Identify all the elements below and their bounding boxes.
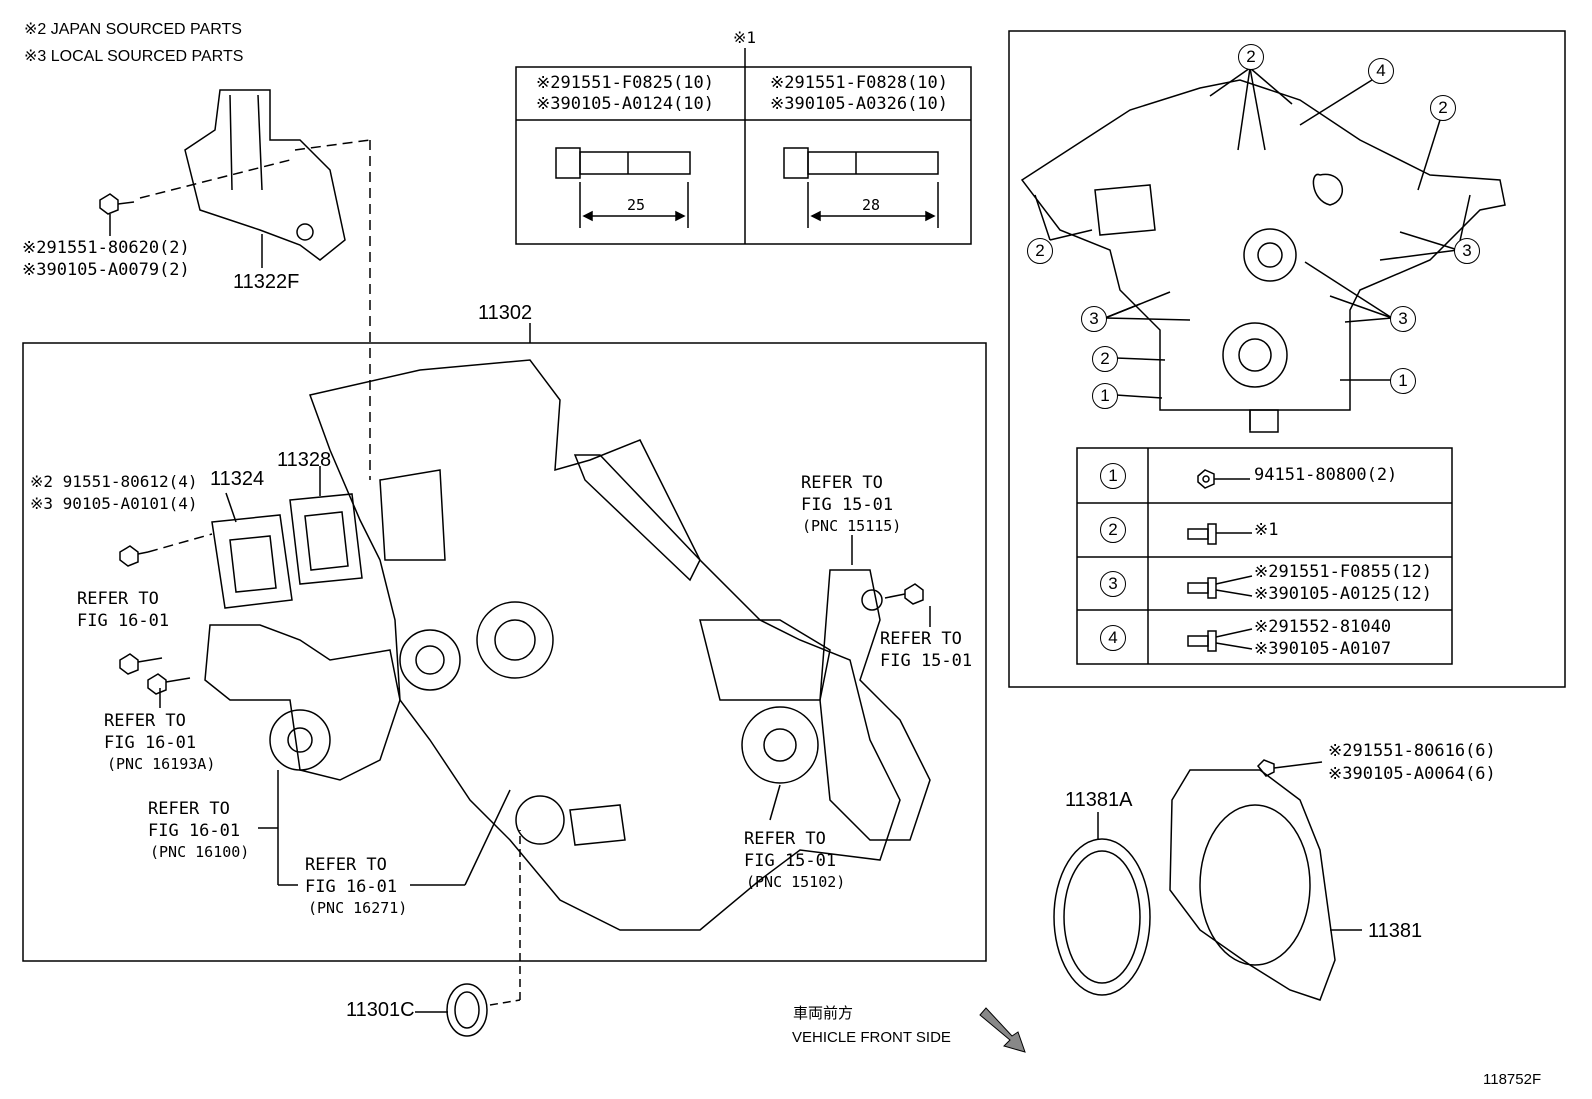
callout-4: 4 (1368, 58, 1394, 84)
gasket-11324-drawing (119, 492, 293, 609)
label-11322F: 11322F (233, 271, 300, 293)
front-label-jp: 車両前方 (793, 1005, 854, 1022)
key-row-4-part-3: ※390105-A0107 (1254, 639, 1392, 659)
oil-seal-11381A-drawing (1053, 812, 1151, 996)
ref-fig-16-01-d[interactable]: REFER TO FIG 16-01 (305, 855, 398, 897)
cover-detail-drawing (1020, 67, 1506, 433)
label-11302: 11302 (478, 302, 533, 324)
key-row-4-part-2: ※291552-81040 (1254, 617, 1392, 637)
ref-pnc-16100: (PNC 16100) (150, 843, 250, 861)
bolt-25-icon (555, 147, 691, 228)
figure-id: 118752F (1483, 1071, 1542, 1088)
front-label-en: VEHICLE FRONT SIDE (792, 1029, 951, 1046)
timing-cover-drawing (309, 359, 901, 931)
ref-fig-15-01-a[interactable]: REFER TO FIG 15-01 (801, 473, 894, 515)
ref-fig-15-01-b[interactable]: REFER TO FIG 15-01 (880, 629, 973, 671)
key-num-2: 2 (1100, 517, 1126, 543)
bolt-right-p3: ※390105-A0326(10) (770, 94, 949, 114)
key-num-1: 1 (1100, 463, 1126, 489)
legend-japan: ※2 JAPAN SOURCED PARTS (24, 21, 242, 38)
bolt-28-icon (783, 147, 939, 228)
nut-icon (1197, 469, 1250, 489)
ref-pnc-15102: (PNC 15102) (746, 873, 846, 891)
ref-fig-16-01-a[interactable]: REFER TO FIG 16-01 (77, 589, 170, 631)
ref-pnc-16193A: (PNC 16193A) (107, 755, 216, 773)
callout-1: 1 (1390, 368, 1416, 394)
bolt-table-frame (515, 66, 972, 245)
bracket-11322F-drawing (99, 89, 371, 480)
bolt-length-28: 28 (862, 196, 881, 214)
retainer-11381-drawing (1169, 759, 1362, 1001)
bolt-left-p3: ※390105-A0124(10) (536, 94, 715, 114)
callout-1: 1 (1092, 383, 1118, 409)
assembly-frame (22, 342, 987, 962)
bolt-left-p2: ※291551-F0825(10) (536, 73, 715, 93)
label-11381-bolt-3: ※390105-A0064(6) (1328, 764, 1496, 784)
key-num-3: 3 (1100, 571, 1126, 597)
callout-3: 3 (1390, 306, 1416, 332)
label-11324: 11324 (210, 468, 265, 490)
label-11381A: 11381A (1065, 789, 1133, 811)
oil-pump-drawing (741, 569, 931, 841)
key-row-3-part-2: ※291551-F0855(12) (1254, 562, 1433, 582)
callout-2: 2 (1092, 346, 1118, 372)
key-num-4: 4 (1100, 625, 1126, 651)
key-table-frame (1076, 447, 1453, 665)
label-11322F-bolt-2: ※291551-80620(2) (22, 238, 190, 258)
ref-fig-15-01-c[interactable]: REFER TO FIG 15-01 (744, 829, 837, 871)
label-11328: 11328 (277, 449, 332, 471)
ref-fig-16-01-c[interactable]: REFER TO FIG 16-01 (148, 799, 241, 841)
ref-fig-16-01-b[interactable]: REFER TO FIG 16-01 (104, 711, 197, 753)
key-row-2-part: ※1 (1254, 520, 1279, 540)
front-arrow-icon (979, 1007, 1026, 1053)
callout-2: 2 (1238, 44, 1264, 70)
bolt-icon-2 (1187, 523, 1252, 545)
bolt-right-p2: ※291551-F0828(10) (770, 73, 949, 93)
label-11322F-bolt-3: ※390105-A0079(2) (22, 260, 190, 280)
detail-frame (1008, 30, 1566, 688)
label-11324-bolt-3: ※3 90105-A0101(4) (30, 494, 198, 513)
callout-3: 3 (1454, 238, 1480, 264)
key-row-1-part: 94151-80800(2) (1254, 465, 1398, 485)
label-11381-bolt-2: ※291551-80616(6) (1328, 741, 1496, 761)
label-11324-bolt-2: ※2 91551-80612(4) (30, 472, 198, 491)
label-11301C: 11301C (346, 999, 415, 1021)
key-row-3-part-3: ※390105-A0125(12) (1254, 584, 1433, 604)
gasket-11328-drawing (289, 466, 363, 585)
ref-pnc-15115: (PNC 15115) (802, 517, 902, 535)
callout-2: 2 (1430, 95, 1456, 121)
water-pump-drawing (119, 624, 401, 781)
bolt-icon-4 (1187, 628, 1253, 652)
bolt-length-25: 25 (627, 196, 646, 214)
bolt-icon-3 (1187, 575, 1253, 599)
bolt-table-note: ※1 (733, 28, 757, 47)
callout-2: 2 (1027, 238, 1053, 264)
callout-3: 3 (1081, 306, 1107, 332)
ref-pnc-16271: (PNC 16271) (308, 899, 408, 917)
legend-local: ※3 LOCAL SOURCED PARTS (24, 48, 244, 65)
label-11381: 11381 (1368, 920, 1423, 942)
seal-11301C-drawing (415, 830, 521, 1037)
